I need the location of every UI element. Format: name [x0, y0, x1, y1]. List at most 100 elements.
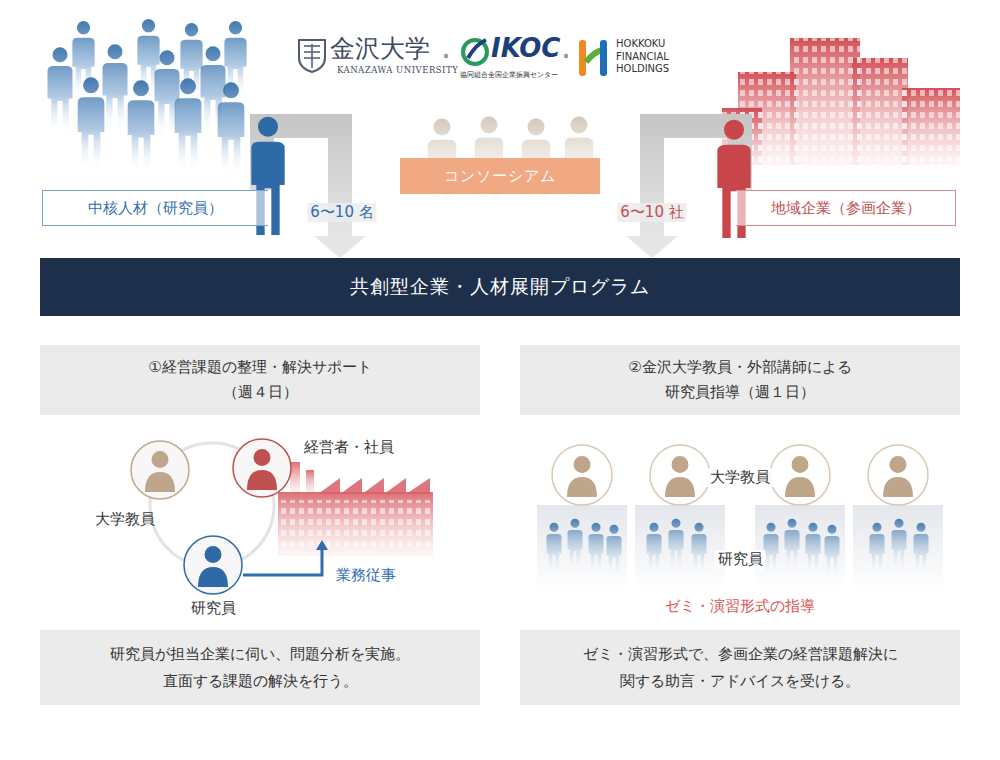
person-silhouette [128, 80, 155, 175]
researcher-figure [785, 519, 800, 572]
node-text: 研究員 [191, 599, 236, 618]
researcher-figure [870, 523, 885, 576]
chimney [306, 470, 314, 494]
researcher-figure [806, 523, 821, 576]
teacher-icon [883, 456, 913, 497]
section-header: ②金沢大学教員・外部講師による 研究員指導（週１日） [520, 345, 960, 415]
work-arrow [243, 550, 322, 575]
node-text: 中核人材（研究員） [88, 199, 223, 218]
edge-label: 6〜10 社 [617, 203, 686, 222]
teacher-icon [785, 456, 815, 497]
factory-body [278, 492, 433, 556]
teacher-circle [770, 445, 830, 505]
hokkoku-bar [579, 40, 586, 76]
group-panel [537, 505, 627, 590]
factory [278, 462, 433, 556]
circle-shape [131, 441, 189, 499]
ikoc-swoosh [468, 40, 486, 58]
node-text: 共創型企業・人材展開プログラム [350, 274, 650, 300]
researcher-figure [892, 519, 907, 572]
separator-dot [444, 54, 448, 58]
node-text: 地域企業（参画企業） [771, 199, 921, 218]
researcher-figure [669, 519, 684, 572]
connectors [262, 126, 740, 236]
text-label: 大学教員 [707, 468, 773, 487]
role-circle: 大学教員 [130, 440, 190, 500]
seminar-panels [537, 505, 943, 590]
teacher-icon [665, 456, 695, 497]
window-grid [790, 38, 860, 165]
circle-outline [232, 438, 292, 498]
group-panel [635, 505, 725, 590]
text-label: ゼミ・演習形式の指導 [665, 597, 815, 616]
node-text: ゼミ・演習形式で、参画企業の経営課題解決に 関する助言・アドバイスを受ける。 [568, 641, 913, 694]
ikoc-ring [463, 40, 487, 64]
text-label: KANAZAWA UNIVERSITY [337, 65, 458, 75]
teacher-icon [567, 456, 597, 497]
circle-shape [184, 536, 242, 594]
program-band: 共創型企業・人材展開プログラム [40, 258, 960, 316]
emblem-shield [299, 40, 325, 72]
node-text: ②金沢大学教員・外部講師による 研究員指導（週１日） [605, 355, 875, 406]
teacher-busts [567, 456, 913, 497]
group-panel [755, 505, 845, 590]
teacher-circle [650, 445, 710, 505]
person-silhouette [78, 77, 105, 172]
window-grid [902, 88, 960, 165]
researcher-figure [607, 525, 622, 578]
circle-shape [233, 439, 291, 497]
group-panel [853, 505, 943, 590]
node-text: 研究員が担当企業に伺い、問題分析を実施。 直面する課題の解決を行う。 [95, 641, 425, 694]
researcher-figure [547, 523, 562, 576]
hokkoku-bar [600, 40, 607, 76]
circle-outline [130, 440, 190, 500]
researcher-figure [914, 523, 929, 576]
section-header: ①経営課題の整理・解決サポート （週４日） [40, 345, 480, 415]
person-icon [247, 449, 277, 490]
city-buildings [722, 38, 960, 165]
circle-outline [183, 535, 243, 595]
text-label: 協同組合全国企業振興センター [460, 70, 558, 80]
person-silhouette [175, 78, 202, 173]
group-box: 中核人材（研究員） [42, 190, 268, 226]
researcher-figure [825, 525, 840, 578]
researcher-figure [647, 523, 662, 576]
teacher-circles [552, 445, 928, 505]
researcher-figure [764, 523, 779, 576]
building [852, 58, 908, 165]
person-silhouette [103, 44, 128, 133]
text-label: 金沢大学 [330, 32, 430, 65]
researcher-figure [589, 523, 604, 576]
researcher-figure [568, 519, 583, 572]
building [902, 88, 960, 165]
factory-roof [318, 478, 430, 494]
text-label: IKOC [491, 33, 560, 63]
person-silhouette [48, 47, 73, 136]
researcher-figure [692, 523, 707, 576]
text-label: 研究員 [715, 550, 766, 569]
consortium-band: コンソーシアム [400, 158, 600, 194]
description-box: 研究員が担当企業に伺い、問題分析を実施。 直面する課題の解決を行う。 [40, 630, 480, 705]
edge-label: 6〜10 名 [307, 203, 376, 222]
person-icon [198, 546, 228, 587]
description-box: ゼミ・演習形式で、参画企業の経営課題解決に 関する助言・アドバイスを受ける。 [520, 630, 960, 705]
teacher-circle [868, 445, 928, 505]
role-circle: 経営者・社員 [232, 438, 292, 498]
building-windows [722, 38, 960, 165]
text-label: HOKKOKU FINANCIAL HOLDINGS [616, 38, 669, 76]
node-text: ①経営課題の整理・解決サポート （週４日） [125, 355, 395, 406]
separator-dot [564, 54, 568, 58]
university-emblem [299, 40, 325, 72]
person-silhouette [218, 82, 245, 177]
researcher-groups [547, 519, 929, 578]
teacher-circle [552, 445, 612, 505]
role-circle: 研究員 [183, 535, 243, 595]
people-crowd [48, 19, 247, 177]
hokkoku-icon [579, 40, 607, 76]
window-grid [852, 58, 908, 165]
person-icon [145, 451, 175, 492]
ikoc-icon [463, 40, 487, 64]
node-text: 経営者・社員 [304, 438, 394, 457]
node-text: 大学教員 [95, 510, 155, 529]
